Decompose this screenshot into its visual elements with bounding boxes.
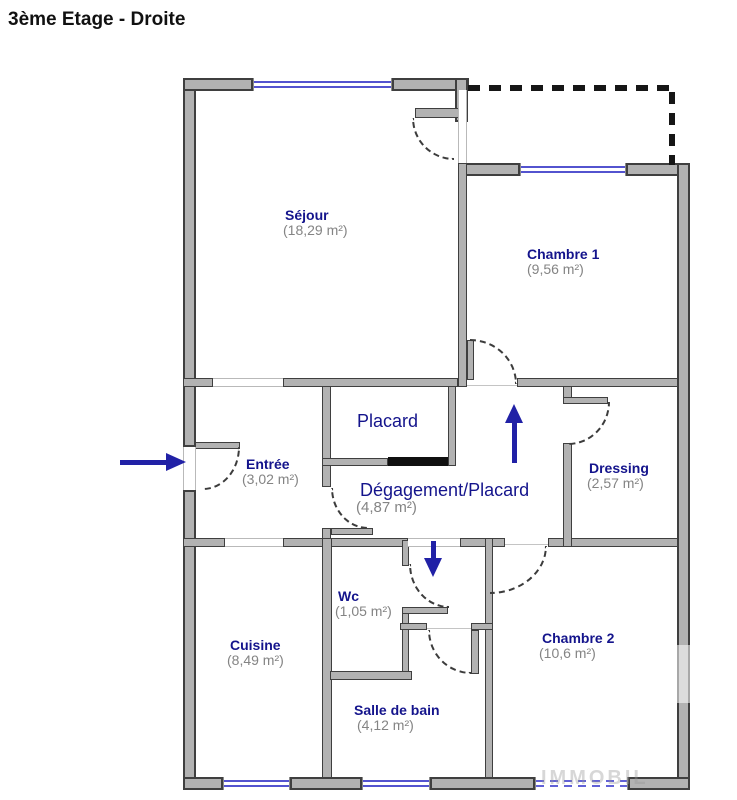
room-area-degagement: (4,87 m²): [356, 499, 417, 516]
wall-chambre2-left: [485, 538, 493, 778]
door-arc-terrace: [412, 118, 454, 160]
door-arc-salle-de-bain: [428, 630, 471, 674]
wall-top-sejour-right: [392, 78, 469, 91]
page-title: 3ème Etage - Droite: [8, 9, 186, 30]
window-cuisine: [223, 777, 290, 790]
room-label-dressing: Dressing: [589, 460, 649, 476]
wall-mid-a: [183, 538, 225, 547]
room-label-entree: Entrée: [246, 456, 290, 472]
room-area-sejour: (18,29 m²): [283, 222, 348, 238]
wall-exterior-left-upper: [183, 78, 196, 447]
room-area-entree: (3,02 m²): [242, 471, 299, 487]
watermark-patch: [669, 645, 696, 703]
terrace-dashed-line-horizontal: [468, 85, 670, 91]
jamb-terrace-door: [415, 108, 462, 118]
jamb-degagement-door: [331, 528, 373, 535]
opening-sejour-terrace: [458, 90, 467, 163]
door-arc-entrance: [203, 447, 240, 490]
wall-wc-right-lower: [402, 613, 409, 673]
jamb-sdb-right: [471, 623, 493, 630]
wall-wc-bottom: [330, 671, 412, 680]
room-label-cuisine: Cuisine: [230, 637, 281, 653]
up-arrow-icon: [505, 404, 523, 423]
room-area-cuisine: (8,49 m²): [227, 652, 284, 668]
wall-exterior-left-lower: [183, 490, 196, 790]
window-sejour: [253, 78, 392, 91]
window-chambre1: [520, 163, 626, 176]
jamb-wc-door: [402, 607, 448, 614]
wall-placard-right: [448, 386, 456, 466]
wall-top-sejour-left: [183, 78, 253, 91]
wall-placard-left-upper: [322, 386, 331, 487]
room-area-chambre1: (9,56 m²): [527, 261, 584, 277]
room-label-chambre1: Chambre 1: [527, 246, 600, 262]
terrace-dashed-line-vertical: [669, 92, 675, 165]
entry-arrow-right-icon: [166, 453, 186, 471]
room-area-chambre2: (10,6 m²): [539, 645, 596, 661]
wall-chambre1-top-left: [458, 163, 520, 176]
wall-cuisine-right: [322, 538, 332, 778]
wall-sdb-right: [471, 630, 479, 674]
wall-chambre1-bottom: [517, 378, 678, 387]
wall-sejour-chambre1: [458, 163, 467, 387]
wall-sejour-bottom-b: [283, 378, 458, 387]
door-arc-dressing: [568, 402, 610, 445]
window-salle-de-bain: [362, 777, 430, 790]
wall-mid-b: [283, 538, 408, 547]
door-arc-chambre1: [470, 339, 517, 384]
down-arrow-shaft: [431, 541, 436, 560]
room-label-sejour: Séjour: [285, 207, 329, 223]
room-label-degagement: Dégagement/Placard: [360, 480, 530, 500]
room-area-salle-de-bain: (4,12 m²): [357, 717, 414, 733]
room-label-wc: Wc: [338, 588, 359, 604]
jamb-sdb-door: [400, 623, 427, 630]
door-arc-chambre2: [490, 546, 547, 594]
wall-sejour-bottom-a: [183, 378, 213, 387]
down-arrow-icon: [424, 558, 442, 577]
room-label-placard: Placard: [357, 411, 419, 431]
opening-sejour-entree: [213, 378, 283, 387]
room-label-chambre2: Chambre 2: [542, 630, 615, 646]
wall-mid-c: [460, 538, 505, 547]
window-chambre2-dashed: [535, 777, 628, 790]
wall-bottom-2: [290, 777, 362, 790]
wall-dressing-left: [563, 443, 572, 547]
window-dashed-line-top: [536, 780, 627, 782]
watermark-text: IMMOBIL: [541, 767, 649, 789]
room-area-dressing: (2,57 m²): [587, 475, 644, 491]
opening-chambre1-door-line: [467, 385, 517, 386]
placard-sliding-door-bar: [388, 457, 448, 466]
room-label-salle-de-bain: Salle de bain: [354, 702, 440, 718]
wall-placard-bottom: [322, 458, 388, 466]
wall-bottom-4: [628, 777, 690, 790]
room-area-wc: (1,05 m²): [335, 603, 392, 619]
wall-mid-d-dressing-bottom: [548, 538, 678, 547]
wall-bottom-3: [430, 777, 535, 790]
wall-bottom-1: [183, 777, 223, 790]
window-dashed-line-bottom: [536, 785, 627, 787]
up-arrow-shaft: [512, 421, 517, 463]
opening-sdb-door-line: [427, 628, 471, 629]
opening-entree-cuisine: [225, 538, 283, 547]
wall-wc-right-upper: [402, 540, 409, 566]
entry-arrow-shaft: [120, 460, 168, 465]
opening-chambre2-door-line: [505, 544, 548, 545]
